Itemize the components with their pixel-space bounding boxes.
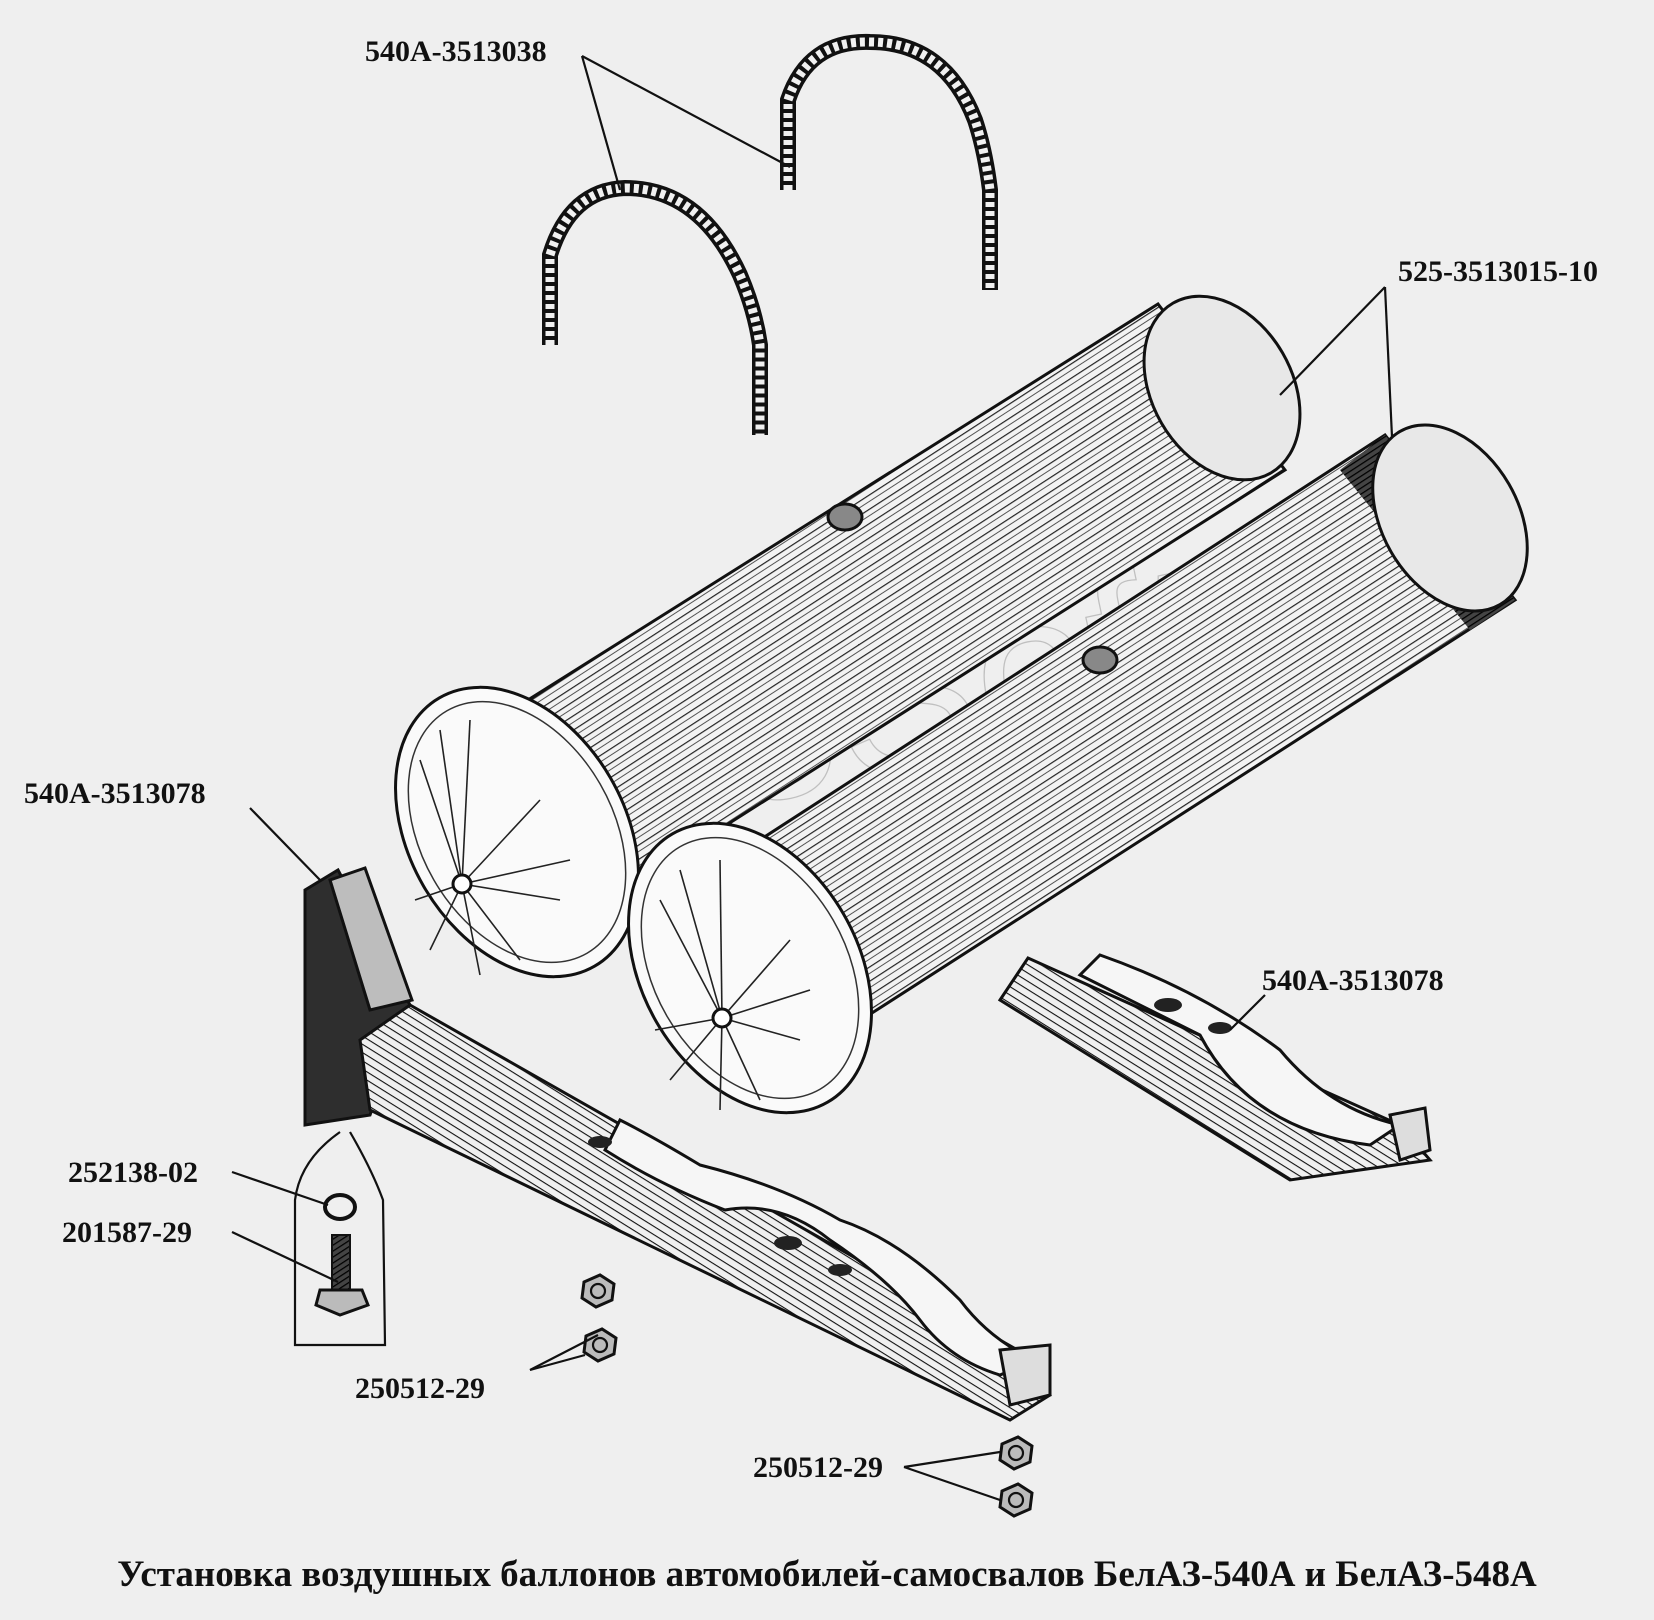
leader-lines [231,55,1394,1502]
lock-washer-icon [323,1193,357,1221]
label-strap: 540A-3513038 [365,35,547,68]
nut-icon [998,1435,1034,1471]
nut-icon [580,1273,616,1309]
left-bracket [303,866,1052,1422]
air-tank-back [394,294,1302,979]
bolt-icon [331,1234,351,1291]
label-nuts-left: 250512-29 [355,1372,485,1405]
u-strap-left [542,179,768,435]
air-tank-front [627,423,1529,1115]
label-washer: 252138-02 [68,1156,198,1189]
u-strap-right [780,33,998,290]
fastener-inset [293,1131,387,1347]
right-bracket [997,953,1433,1182]
nut-pair-left [580,1273,618,1363]
nut-icon [582,1327,618,1363]
label-nuts-right: 250512-29 [753,1451,883,1484]
label-bolt: 201587-29 [62,1216,192,1249]
nut-pair-right [998,1435,1034,1518]
label-bracket-left: 540A-3513078 [24,777,206,810]
diagram-caption: Установка воздушных баллонов автомобилей… [117,1554,1537,1595]
label-tank: 525-3513015-10 [1398,255,1598,288]
part-labels: 540A-3513038 525-3513015-10 540A-3513078… [24,35,1598,1484]
nut-icon [998,1482,1034,1518]
label-bracket-right: 540A-3513078 [1262,964,1444,997]
